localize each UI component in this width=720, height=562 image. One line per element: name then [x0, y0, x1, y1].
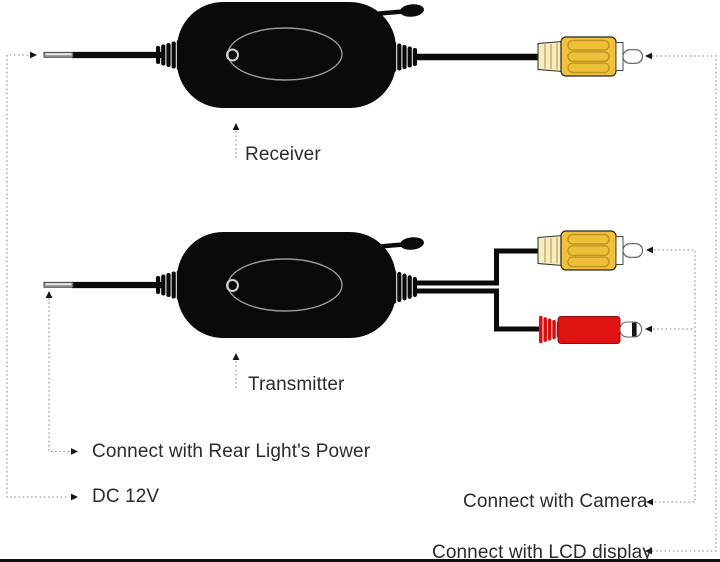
annotation-dc-12v: DC 12V: [92, 486, 160, 507]
arrow-right-icon: [71, 448, 78, 455]
antenna-tip: [400, 237, 424, 250]
arrow-up-icon: [232, 123, 240, 130]
arrow-left-icon: [645, 325, 652, 333]
video-branch-cable: [413, 248, 539, 286]
arrow-right-icon: [71, 493, 78, 501]
antenna-tip: [400, 4, 424, 17]
annotation-lcd-display: Connect with LCD display: [432, 542, 652, 562]
power-branch-cable: [413, 288, 541, 332]
red-connector-band: [632, 322, 637, 337]
part-label-transmitter: Transmitter: [248, 374, 345, 395]
leader-lcd-display: [650, 55, 717, 552]
strain-relief: [392, 270, 417, 304]
red-connector-body: [557, 316, 621, 344]
leader-arrowheads: [30, 51, 653, 555]
transmitter-body: [177, 232, 396, 338]
rca-connector-yellow: [537, 36, 644, 77]
led-detail: [226, 48, 239, 62]
strain-relief: [392, 42, 417, 72]
strain-relief: [539, 315, 561, 344]
arrow-up-icon: [232, 353, 240, 360]
arrow-right-icon: [30, 51, 37, 59]
receiver-body: [177, 2, 396, 108]
transmitter-device: [43, 230, 644, 344]
arrow-up-icon: [45, 291, 53, 298]
leader-lines: [6, 54, 717, 552]
annotation-camera: Connect with Camera: [463, 491, 648, 512]
led-detail: [226, 279, 239, 292]
leader-camera: [650, 249, 696, 503]
rca-connector-yellow: [537, 230, 644, 271]
red-connector-plug: [619, 321, 643, 338]
arrow-left-icon: [646, 498, 653, 506]
bare-wire-highlight: [45, 283, 72, 285]
annotation-rear-light-power: Connect with Rear Light's Power: [92, 441, 371, 462]
leader-dc-power: [6, 54, 69, 498]
leader-rear-light-power: [48, 298, 69, 453]
arrow-left-icon: [645, 547, 652, 555]
receiver-device: [43, 2, 644, 108]
rca-connector-red: [539, 315, 643, 344]
arrow-left-icon: [646, 246, 653, 254]
part-label-receiver: Receiver: [245, 144, 321, 165]
arrow-left-icon: [645, 52, 652, 60]
bare-wire-highlight: [45, 53, 72, 55]
bottom-edge-bar: [0, 559, 720, 562]
